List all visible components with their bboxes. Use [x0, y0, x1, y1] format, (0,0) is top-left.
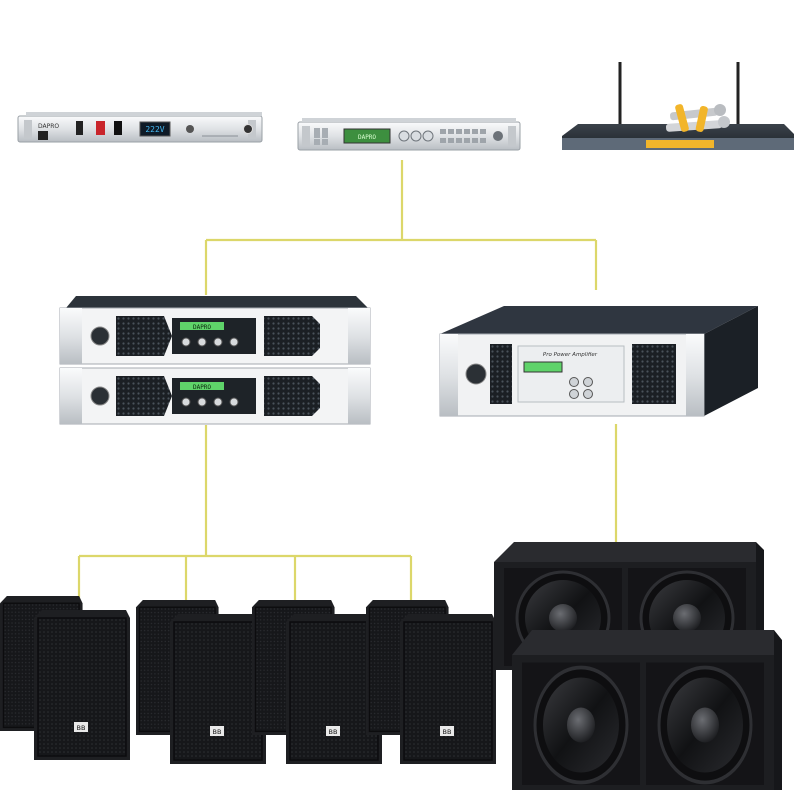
- sequencer-voltage-display: 222V: [145, 125, 164, 134]
- wireless-microphone-icon: [562, 62, 794, 150]
- audio-processor-icon: DAPRO: [297, 118, 521, 151]
- subwoofer-icon: [510, 628, 784, 792]
- speaker-cabinet-icon: [136, 600, 266, 764]
- speaker-group: [0, 596, 496, 764]
- amp-stack-brand-1: DAPRO: [193, 324, 211, 331]
- power-sequencer-icon: DAPRO 222V: [17, 112, 263, 143]
- speaker-cabinet-icon: [0, 596, 130, 760]
- subwoofer-group: [492, 540, 784, 792]
- pro-amp-front-label: Pro Power Amplifier: [543, 352, 598, 358]
- sequencer-brand: DAPRO: [38, 123, 59, 130]
- speaker-cabinet-icon: [366, 600, 496, 764]
- amp-stack-brand-2: DAPRO: [193, 384, 211, 391]
- pro-power-amplifier-icon: Pro Power Amplifier: [439, 306, 758, 417]
- speaker-cabinet-icon: [252, 600, 382, 764]
- signal-wires: [77, 160, 618, 602]
- processor-brand: DAPRO: [358, 134, 376, 141]
- power-amplifier-stack-icon: DAPRO DAPRO: [59, 296, 371, 425]
